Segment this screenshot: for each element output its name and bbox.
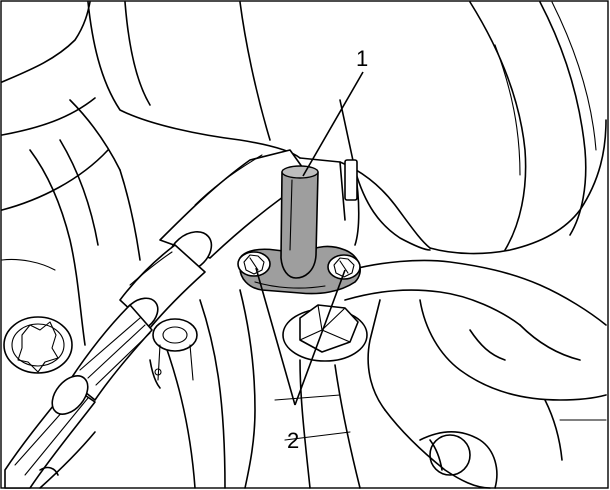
housing-lug: [344, 159, 358, 201]
diagonal-hose: [4, 149, 311, 489]
callout-2-leaders: [255, 267, 346, 406]
cable-clip: [39, 359, 162, 489]
pipe: [280, 168, 319, 279]
bracket-hole: [429, 434, 471, 476]
right-bracket: [344, 259, 607, 489]
hose-clamp: [152, 318, 198, 381]
torx-bolt: [3, 316, 73, 374]
callout-1-label: 1: [356, 46, 368, 71]
hex-bolt: [282, 304, 368, 362]
flange-bolt-left: [237, 251, 271, 277]
motor-housing: [87, 1, 607, 255]
flange-bolt-right: [327, 254, 361, 280]
upper-left-housing: [1, 1, 141, 346]
callout-2-label: 2: [287, 428, 299, 453]
callout-1-leader: [302, 71, 364, 177]
